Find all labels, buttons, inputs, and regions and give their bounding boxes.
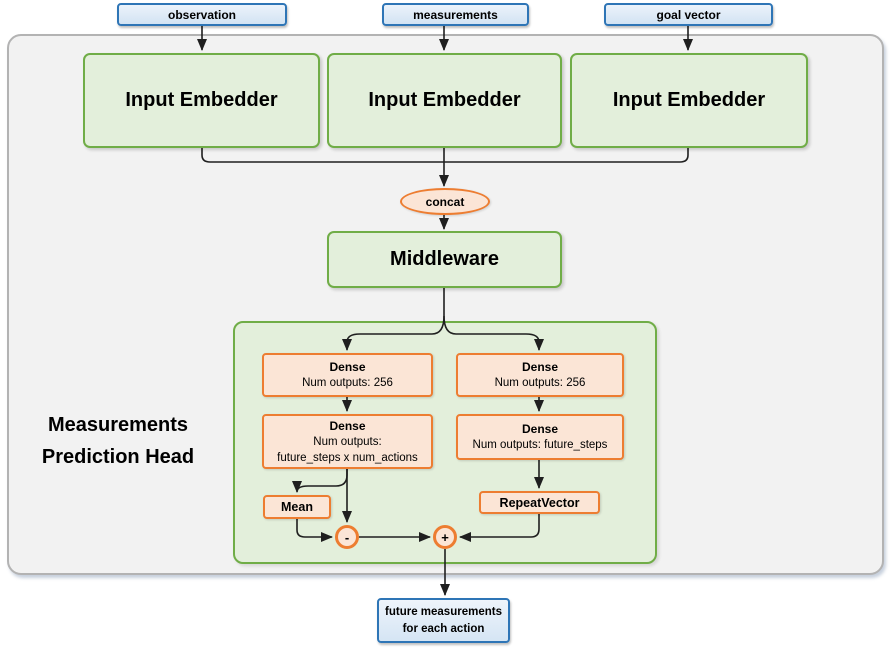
input-embedder-left: Input Embedder bbox=[83, 53, 320, 148]
arrow-fork-left bbox=[342, 315, 445, 351]
add-label: + bbox=[441, 529, 449, 545]
dense-action-2-sub-line2: future_steps x num_actions bbox=[277, 451, 418, 464]
dense-action-2-sub-line1: Num outputs: bbox=[313, 435, 382, 448]
dense-action-1-sub: Num outputs: 256 bbox=[302, 377, 393, 389]
mean-node: Mean bbox=[263, 495, 331, 519]
wire-embedder-left-merge bbox=[201, 148, 444, 163]
input-embedder-right: Input Embedder bbox=[570, 53, 808, 148]
dense-action-2-title: Dense bbox=[329, 418, 366, 433]
prediction-head-title: Measurements Prediction Head bbox=[10, 409, 226, 473]
output-label-line1: future measurements bbox=[385, 605, 502, 618]
input-embedder-center-label: Input Embedder bbox=[368, 89, 521, 111]
arrow-mean-to-subtract bbox=[296, 519, 333, 542]
dense-action-1-node: Dense Num outputs: 256 bbox=[262, 353, 433, 397]
arrow-dense-action2-to-mean bbox=[292, 469, 348, 493]
dense-measurement-2-sub: Num outputs: future_steps bbox=[472, 439, 608, 451]
arrow-fork-right bbox=[443, 315, 544, 351]
add-node: + bbox=[433, 525, 457, 549]
input-embedder-right-label: Input Embedder bbox=[612, 89, 766, 111]
output-label-line2: for each action bbox=[402, 622, 485, 635]
concat-label: concat bbox=[425, 194, 465, 209]
dense-action-2-node: Dense Num outputs: future_steps x num_ac… bbox=[262, 414, 433, 469]
measurements-label: measurements bbox=[413, 7, 498, 22]
dense-measurement-1-title: Dense bbox=[521, 360, 559, 374]
concat-node: concat bbox=[400, 188, 490, 215]
middleware-node: Middleware bbox=[327, 231, 562, 288]
mean-label: Mean bbox=[281, 500, 313, 514]
observation-node: observation bbox=[117, 3, 287, 26]
dense-measurement-2-title: Dense bbox=[521, 422, 559, 436]
measurements-node: measurements bbox=[382, 3, 529, 26]
repeat-vector-node: RepeatVector bbox=[479, 491, 600, 514]
middleware-label: Middleware bbox=[390, 248, 499, 270]
observation-label: observation bbox=[167, 7, 236, 22]
input-embedder-center: Input Embedder bbox=[327, 53, 562, 148]
dense-measurement-1-sub: Num outputs: 256 bbox=[494, 377, 586, 389]
repeat-vector-label: RepeatVector bbox=[499, 495, 580, 510]
prediction-head-title-line2: Prediction Head bbox=[41, 446, 195, 468]
subtract-label: - bbox=[344, 529, 350, 545]
goal-vector-label: goal vector bbox=[656, 7, 721, 22]
dense-measurement-2-node: Dense Num outputs: future_steps bbox=[456, 414, 624, 460]
goal-vector-node: goal vector bbox=[604, 3, 773, 26]
input-embedder-left-label: Input Embedder bbox=[125, 89, 278, 111]
subtract-node: - bbox=[335, 525, 359, 549]
wire-embedder-right-merge bbox=[444, 148, 689, 163]
output-node: future measurements for each action bbox=[377, 598, 510, 643]
prediction-head-title-line1: Measurements bbox=[47, 414, 189, 436]
dense-action-1-title: Dense bbox=[329, 360, 366, 374]
arrow-repeatvector-to-add bbox=[459, 513, 540, 542]
dense-measurement-1-node: Dense Num outputs: 256 bbox=[456, 353, 624, 397]
